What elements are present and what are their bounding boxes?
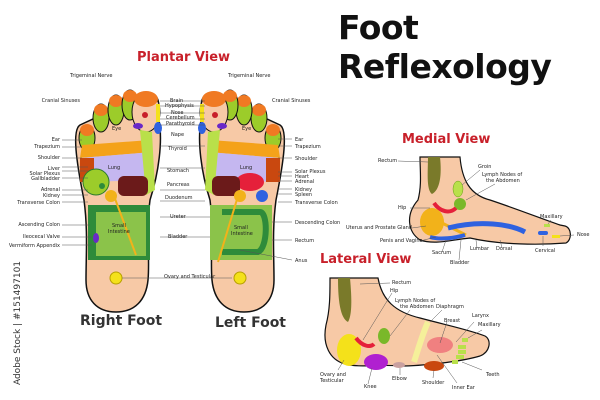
label-kidney-left: Kidney xyxy=(295,187,313,193)
lateral-label-lymph-1: Lymph Nodes of xyxy=(395,298,436,304)
label-duodenum: Duodenum xyxy=(165,195,193,201)
label-transverse-colon-right: Transverse Colon xyxy=(17,200,60,206)
lateral-view-heading: Lateral View xyxy=(320,252,412,267)
label-ascending-colon: Ascending Colon xyxy=(18,222,60,228)
medial-view-heading: Medial View xyxy=(402,132,491,147)
label-thyroid: Thyroid xyxy=(168,146,187,152)
medial-label-sacrum: Sacrum xyxy=(432,250,452,256)
lateral-label-teeth: Teeth xyxy=(486,372,500,378)
lateral-label-shoulder: Shoulder xyxy=(422,380,445,386)
label-descending-colon: Descending Colon xyxy=(295,220,341,226)
label-pancreas: Pancreas xyxy=(167,182,190,188)
medial-label-lumbar: Lumbar xyxy=(470,246,490,252)
label-small-intestine-right-1: Small xyxy=(112,223,126,229)
medial-label-lymph-2: the Abdomen xyxy=(486,178,520,184)
lateral-label-inner-ear: Inner Ear xyxy=(452,385,475,391)
label-adrenal-left: Adrenal xyxy=(295,179,315,185)
lateral-label-maxillary: Maxillary xyxy=(478,322,501,328)
watermark-text: Adobe Stock | #151497101 xyxy=(13,260,24,386)
label-ovary-testicular: Ovary and Testicular xyxy=(164,274,216,280)
medial-view-diagram xyxy=(409,156,571,245)
label-parathyroid: Parathyroid xyxy=(166,121,195,127)
label-heart: Heart xyxy=(295,174,309,180)
lateral-leader-lines xyxy=(337,282,483,385)
label-trapezium-right: Trapezium xyxy=(34,144,60,150)
lateral-label-breast: Breast xyxy=(444,318,461,324)
medial-label-hip: Hip xyxy=(398,205,407,211)
plantar-leader-lines xyxy=(62,100,293,279)
label-trigeminal-nerve-right: Trigeminal Nerve xyxy=(70,73,113,79)
left-foot-label: Left Foot xyxy=(215,315,286,331)
lateral-label-knee: Knee xyxy=(364,384,377,390)
label-trigeminal-nerve-left: Trigeminal Nerve xyxy=(228,73,271,79)
label-ear-right: Ear xyxy=(51,137,60,143)
label-ureter: Ureter xyxy=(170,214,186,220)
medial-leader-lines xyxy=(397,160,575,261)
label-cerebellum: Cerebellum xyxy=(166,115,195,121)
label-ear-left: Ear xyxy=(295,137,304,143)
label-rectum-plantar: Rectum xyxy=(295,238,315,244)
label-trapezium-left: Trapezium xyxy=(295,144,321,150)
label-gallbladder: Gallbladder xyxy=(31,176,60,182)
label-eye-left: Eye xyxy=(242,126,252,132)
label-kidney-right: Kidney xyxy=(42,193,60,199)
lateral-label-diaphragm: Diaphragm xyxy=(436,304,464,310)
label-lung-left: Lung xyxy=(240,165,253,171)
left-foot-diagram xyxy=(198,89,286,313)
label-shoulder-right: Shoulder xyxy=(37,155,60,161)
label-shoulder-left: Shoulder xyxy=(295,156,318,162)
label-anus: Anus xyxy=(295,258,308,264)
label-stomach: Stomach xyxy=(167,168,190,174)
right-foot-label: Right Foot xyxy=(80,313,163,329)
medial-label-cervical: Cervical xyxy=(535,248,556,254)
label-eye-right: Eye xyxy=(112,126,122,132)
lateral-label-lymph-2: the Abdomen xyxy=(400,304,434,310)
label-small-intestine-left-1: Small xyxy=(234,225,248,231)
label-adrenal-right: Adrenal xyxy=(40,187,60,193)
label-nape: Nape xyxy=(171,132,185,138)
page-title: Foot Reflexology xyxy=(338,8,552,86)
medial-label-bladder: Bladder xyxy=(450,260,470,266)
label-transverse-colon-left: Transverse Colon xyxy=(295,200,338,206)
label-solar-plexus-left: Solar Plexus xyxy=(295,169,326,175)
medial-label-maxillary: Maxillary xyxy=(540,214,563,220)
label-spleen: Spleen xyxy=(295,192,313,198)
medial-label-dorsal: Dorsal xyxy=(496,246,513,252)
label-cranial-sinuses-right: Cranial Sinuses xyxy=(41,98,80,104)
label-small-intestine-right-2: Intestine xyxy=(108,229,130,235)
label-bladder: Bladder xyxy=(168,234,188,240)
medial-label-nose: Nose xyxy=(577,232,590,238)
lateral-label-elbow: Elbow xyxy=(392,376,407,382)
lateral-label-larynx: Larynx xyxy=(472,313,489,319)
label-lung-right: Lung xyxy=(108,165,121,171)
label-nose: Nose xyxy=(171,110,184,116)
label-solar-plexus-right: Solar Plexus xyxy=(29,171,60,177)
label-brain: Brain xyxy=(170,98,184,104)
lateral-view-diagram xyxy=(324,277,490,371)
medial-label-rectum: Rectum xyxy=(378,158,398,164)
label-small-intestine-left-2: Intestine xyxy=(231,231,253,237)
label-vermiform-appendix: Vermiform Appendix xyxy=(8,243,60,249)
label-hypophysis: Hypophysis xyxy=(165,103,194,109)
label-cranial-sinuses-left: Cranial Sinuses xyxy=(272,98,311,104)
lateral-label-ovary-1: Ovary and xyxy=(320,372,346,378)
right-foot-diagram xyxy=(74,89,162,313)
lateral-label-ovary-2: Testicular xyxy=(320,378,344,384)
lateral-label-rectum: Rectum xyxy=(392,280,412,286)
plantar-view-heading: Plantar View xyxy=(137,50,231,65)
medial-label-penis-vagina: Penis and Vagina xyxy=(380,238,423,244)
label-ileocecal-valve: Ileocecal Valve xyxy=(22,234,60,240)
medial-label-uterus-prostate: Uterus and Prostate Gland xyxy=(346,225,412,231)
lateral-label-hip: Hip xyxy=(390,288,399,294)
label-liver: Liver xyxy=(47,166,60,172)
medial-label-lymph-1: Lymph Nodes of xyxy=(482,172,523,178)
medial-label-groin: Groin xyxy=(478,164,492,170)
